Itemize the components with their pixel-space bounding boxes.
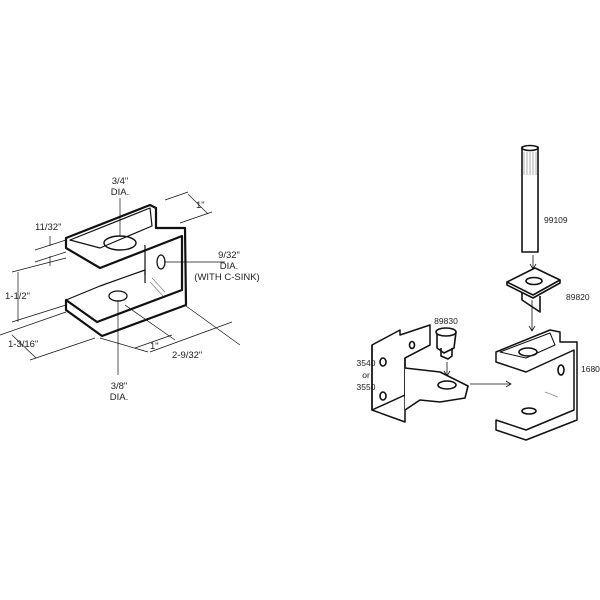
- part-label-hinge-1: 3540: [356, 358, 376, 368]
- bottom-hole-dia: DIA.: [109, 392, 129, 403]
- part-label-bushing: 89830: [434, 316, 458, 326]
- part-label-hinge-or: or: [362, 370, 370, 380]
- side-hole-note: (WITH C-SINK): [194, 272, 260, 283]
- arrow-bushing-to-hinge: [443, 362, 451, 377]
- side-hole-size: 9/32": [218, 250, 240, 261]
- top-hole-size: 3/4": [111, 176, 129, 187]
- hinge-3540: [371, 324, 469, 423]
- plate-89820: [506, 267, 561, 313]
- bushing-89830: [435, 327, 457, 360]
- dimensioned-bracket: [64, 203, 188, 338]
- part-label-pin: 99109: [544, 215, 568, 225]
- depth-dimension: 1": [196, 200, 205, 211]
- bottom-offset-dimension: 1-3/16": [8, 339, 39, 350]
- arrow-hinge-to-bracket: [470, 380, 512, 388]
- top-hole-dia: DIA.: [110, 187, 130, 198]
- side-hole-dia: DIA.: [219, 261, 239, 272]
- part-label-plate: 89820: [566, 292, 590, 302]
- part-label-hinge-2: 3550: [356, 382, 376, 392]
- flange-thickness-dimension: 11/32": [35, 222, 62, 233]
- gap-height-dimension: 1-1/2": [5, 291, 31, 302]
- length-dimension: 2-9/32": [172, 350, 203, 361]
- arrow-pin-to-plate: [529, 255, 537, 270]
- arrow-plate-to-bracket: [528, 300, 536, 332]
- bottom-hole-size: 3/8": [110, 381, 128, 392]
- part-label-bracket: 1680: [581, 364, 600, 374]
- dimension-lines: [0, 191, 241, 375]
- pin-99109: [521, 144, 539, 253]
- hole-offset-dimension: 1": [150, 341, 159, 352]
- bracket-1680: [495, 329, 578, 441]
